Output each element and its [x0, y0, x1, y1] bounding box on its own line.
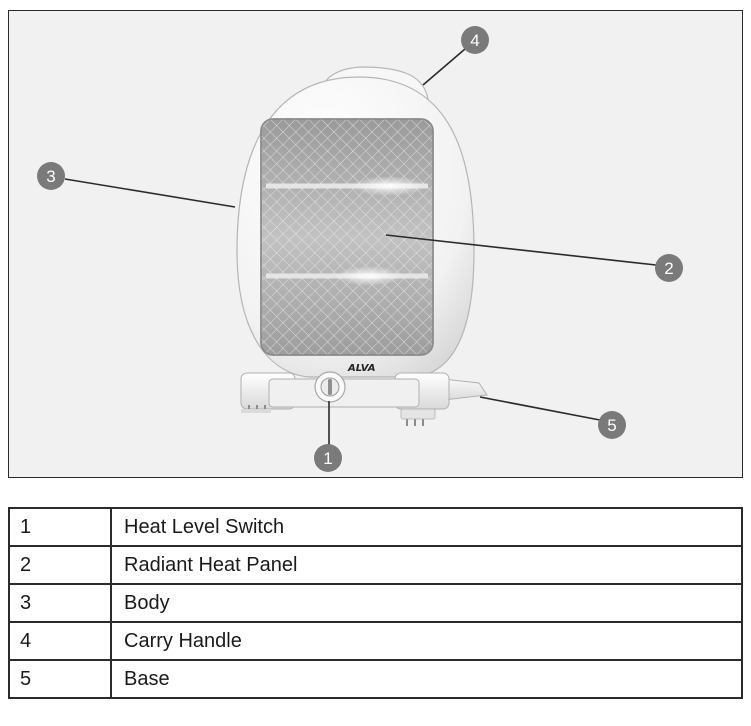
part-number: 2 — [8, 545, 112, 585]
part-label: Heat Level Switch — [110, 507, 743, 547]
heat-level-switch — [314, 371, 346, 403]
svg-text:2: 2 — [664, 259, 673, 278]
svg-text:3: 3 — [46, 167, 55, 186]
table-row: 3 Body — [8, 583, 743, 623]
table-row: 4 Carry Handle — [8, 621, 743, 661]
part-number: 3 — [8, 583, 112, 623]
heater-base — [240, 372, 488, 426]
part-label: Radiant Heat Panel — [110, 545, 743, 585]
callout-1: 1 — [314, 444, 342, 472]
radiant-heat-panel — [260, 118, 434, 356]
callout-4: 4 — [461, 26, 489, 54]
brand-logo: ALVA — [347, 363, 376, 374]
table-row: 1 Heat Level Switch — [8, 507, 743, 547]
svg-text:1: 1 — [323, 449, 332, 468]
callout-5: 5 — [598, 411, 626, 439]
part-number: 1 — [8, 507, 112, 547]
heater-diagram: ALVA — [37, 26, 683, 472]
part-label: Carry Handle — [110, 621, 743, 661]
table-row: 5 Base — [8, 659, 743, 699]
callout-2: 2 — [655, 254, 683, 282]
part-label: Body — [110, 583, 743, 623]
part-number: 4 — [8, 621, 112, 661]
part-number: 5 — [8, 659, 112, 699]
leader-lines — [64, 48, 657, 449]
callout-3: 3 — [37, 162, 65, 190]
table-row: 2 Radiant Heat Panel — [8, 545, 743, 585]
svg-text:4: 4 — [470, 31, 479, 50]
parts-legend-table: 1 Heat Level Switch 2 Radiant Heat Panel… — [8, 507, 743, 699]
part-label: Base — [110, 659, 743, 699]
svg-text:5: 5 — [607, 416, 616, 435]
product-figure: ALVA — [8, 10, 743, 478]
